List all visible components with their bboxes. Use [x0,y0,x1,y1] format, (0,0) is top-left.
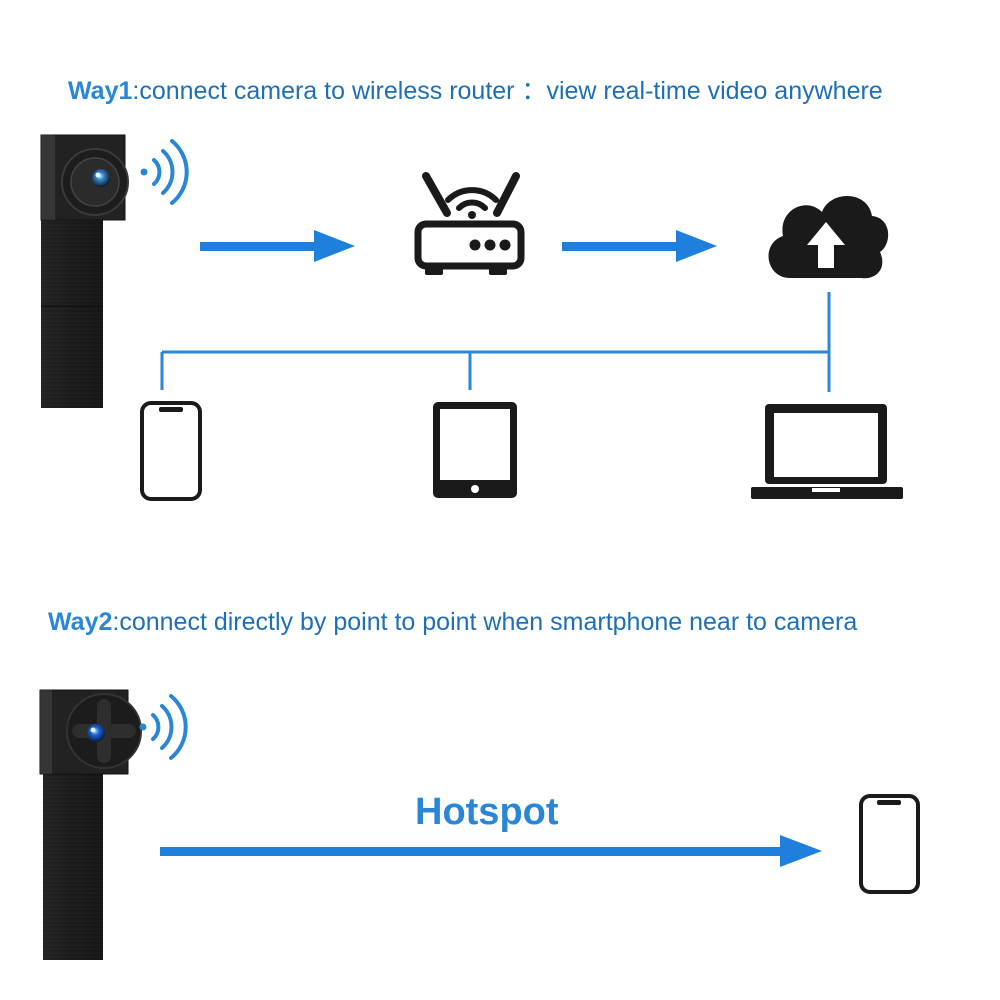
camera-module-icon [40,134,129,408]
smartphone-icon [140,401,202,501]
way1-label: Way1 [68,77,133,105]
router-icon [414,172,525,275]
way2-label: Way2 [48,608,113,636]
hotspot-arrow [160,835,822,867]
way1-heading: Way1:connect camera to wireless router ：… [68,71,883,107]
laptop-icon [751,404,903,499]
wifi-signal-icon [139,694,188,760]
way2-heading: Way2:connect directly by point to point … [48,608,857,637]
cloud-upload-icon [768,195,889,279]
hotspot-label: Hotspot [415,791,559,833]
arrow-camera-to-router [200,230,355,262]
smartphone-icon [859,794,920,894]
tablet-icon [433,402,517,498]
arrow-router-to-cloud [562,230,717,262]
way1-description: :connect camera to wireless router ：view… [132,77,883,105]
camera-module-icon [39,689,142,960]
way2-description: :connect directly by point to point when… [112,608,858,636]
wifi-signal-icon [140,139,189,205]
distribution-lines [160,292,831,392]
